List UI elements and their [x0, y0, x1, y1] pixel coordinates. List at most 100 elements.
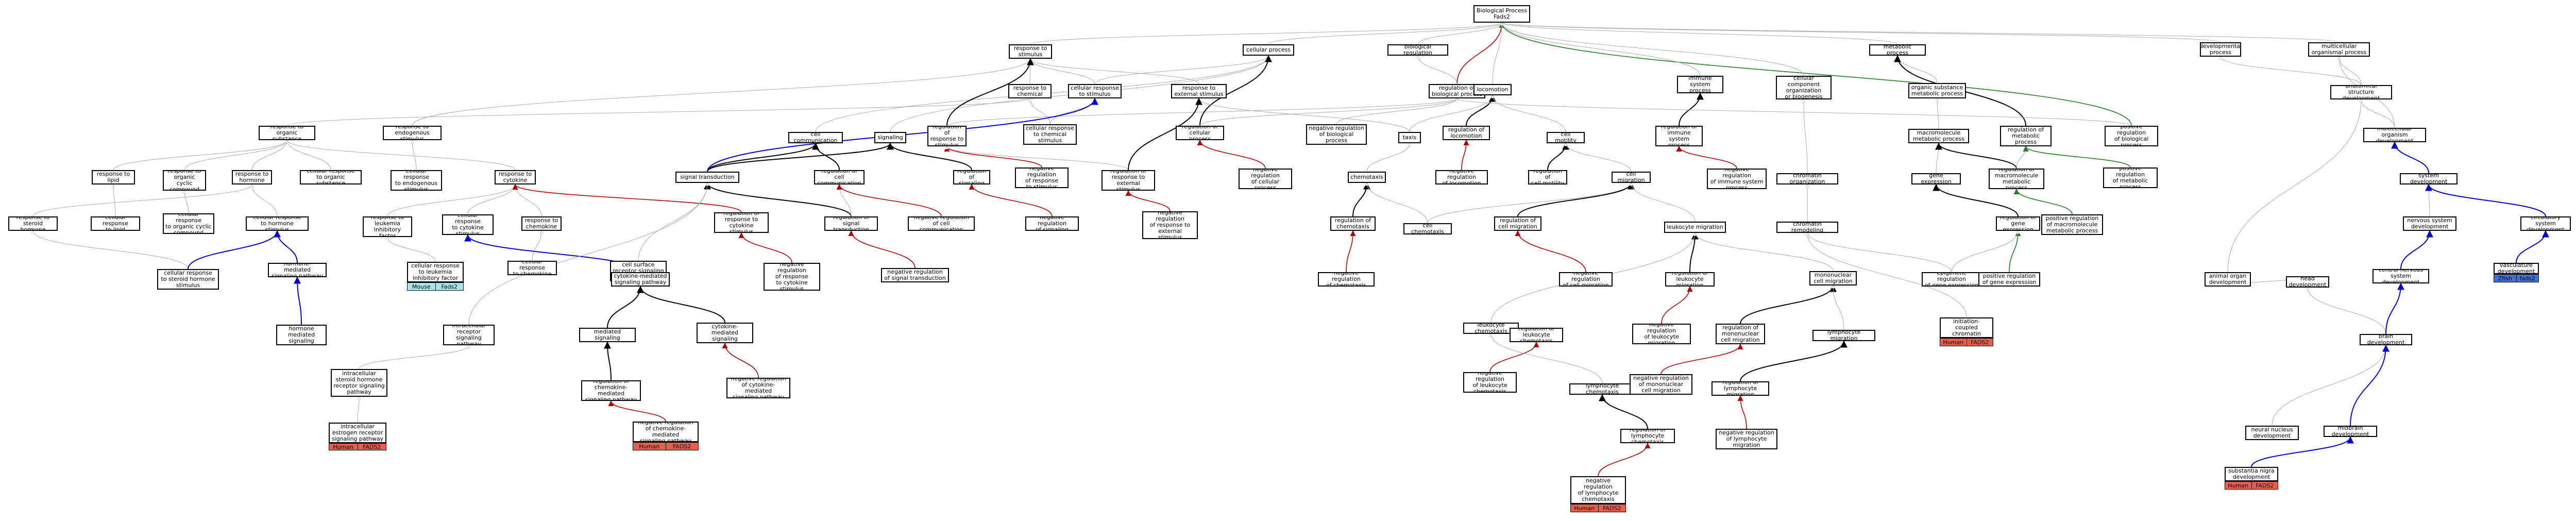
go-term-chemo[interactable]: chemotaxis	[1348, 172, 1386, 183]
go-term-rcmig[interactable]: regulation of cell migration	[1494, 216, 1541, 231]
go-term-nrmcm[interactable]: negative regulation of mononuclear cell …	[1630, 374, 1692, 395]
go-term-cres[interactable]: cellular response to endogenous stimulus	[391, 170, 442, 191]
go-term-res2[interactable]: response to endogenous stimulus	[383, 126, 442, 140]
go-term-nrcp[interactable]: negative regulation of cellular process	[1239, 169, 1292, 189]
go-term-hd[interactable]: head development	[2286, 276, 2329, 288]
go-term-rchemok[interactable]: response to chemokine	[521, 216, 562, 231]
go-term-nrchemo[interactable]: negative regulation of chemotaxis	[1318, 272, 1375, 287]
go-term-loco[interactable]: locomotion	[1473, 84, 1512, 95]
go-term-devp[interactable]: developmental process	[2200, 42, 2241, 57]
go-term-rlipid[interactable]: response to lipid	[92, 170, 135, 184]
go-term-rloco[interactable]: regulation of locomotion	[1443, 126, 1490, 140]
go-term-nrirp[interactable]: negative regulation of immune system pro…	[1707, 169, 1767, 189]
go-term-lychemo[interactable]: lymphocyte chemotaxis	[1569, 383, 1635, 395]
go-term-aod[interactable]: animal organ development	[2205, 272, 2251, 287]
go-term-nrloco[interactable]: negative regulation of locomotion	[1435, 170, 1488, 184]
go-term-nsd[interactable]: nervous system development	[2403, 216, 2456, 231]
go-term-crsh[interactable]: cellular response to steroid hormone sti…	[157, 269, 219, 290]
go-term-rcp[interactable]: regulation of cellular process	[1176, 126, 1224, 140]
go-term-nrsig[interactable]: negative regulation of signaling	[1025, 216, 1079, 231]
go-term-mop[interactable]: multicellular organismal process	[2308, 42, 2370, 57]
go-term-crlif[interactable]: cellular response to leukemia inhibitory…	[407, 262, 464, 282]
go-term-rocc[interactable]: response to organic cyclic compound	[163, 170, 206, 191]
go-term-shmsp[interactable]: steroid hormone mediated signaling pathw…	[276, 325, 327, 345]
go-term-ccob[interactable]: cellular component organization or bioge…	[1776, 76, 1832, 99]
go-term-rmmp[interactable]: regulation of macromolecule metabolic pr…	[1989, 169, 2044, 189]
go-term-mmp[interactable]: macromolecule metabolic process	[1908, 129, 1969, 143]
go-term-egr[interactable]: epigenetic regulation of gene expression	[1922, 272, 1981, 287]
go-term-nnd[interactable]: neural nucleus development	[2245, 426, 2299, 440]
go-term-nrcmsp[interactable]: negative regulation of cytokine-mediated…	[726, 378, 790, 398]
go-term-rchem[interactable]: response to chemical	[1008, 84, 1052, 98]
go-term-cp[interactable]: cellular process	[1243, 44, 1294, 56]
go-term-rsig[interactable]: regulation of signaling	[953, 170, 990, 184]
go-term-nrcmig[interactable]: negative regulation of cell migration	[1559, 272, 1613, 287]
go-term-crcyt[interactable]: cellular response to cytokine stimulus	[442, 214, 494, 235]
go-term-crl[interactable]: cellular response to lipid	[91, 216, 140, 231]
go-term-rrts[interactable]: negative regulation of response to stimu…	[1015, 167, 1069, 188]
go-term-nrlchemo[interactable]: negative regulation of leukocyte chemota…	[1463, 372, 1517, 393]
go-term-mod[interactable]: multicellular organism development	[2363, 128, 2426, 142]
go-term-iesr[interactable]: intracellular steroid hormone receptor s…	[331, 369, 387, 397]
go-term-rlychemo[interactable]: regulation of lymphocyte chemotaxis	[1620, 429, 1675, 443]
go-term-monomig[interactable]: mononuclear cell migration	[1809, 271, 1857, 285]
go-term-iersp[interactable]: intracellular estrogen receptor signalin…	[329, 423, 386, 443]
go-term-vasc[interactable]: vasculature development	[2494, 263, 2539, 274]
go-term-isp[interactable]: immune system process	[1677, 76, 1723, 93]
go-term-rirp[interactable]: regulation of immune system process	[1655, 126, 1703, 146]
go-term-nrres[interactable]: negative regulation of response to exter…	[1142, 211, 1198, 239]
go-term-sysd[interactable]: system development	[2400, 173, 2458, 184]
go-term-nrlychemo[interactable]: negative regulation of lymphocyte chemot…	[1570, 476, 1626, 504]
go-term-bd[interactable]: brain development	[2360, 334, 2412, 345]
go-term-rcc[interactable]: regulation of cell communication	[814, 170, 865, 184]
go-term-rmcm[interactable]: regulation of mononuclear cell migration	[1716, 324, 1765, 344]
go-term-snd[interactable]: substantia nigra development	[2225, 467, 2278, 481]
go-term-lmig[interactable]: leukocyte migration	[1664, 222, 1726, 233]
go-term-rlmig[interactable]: regulation of leukocyte migration	[1665, 272, 1715, 287]
go-term-prge[interactable]: positive regulation of gene expression	[1978, 272, 2040, 287]
go-term-rmp[interactable]: regulation of metabolic process	[2000, 126, 2052, 146]
go-term-ros[interactable]: response to organic substance	[259, 126, 315, 140]
go-term-taxis[interactable]: taxis	[1398, 132, 1421, 143]
go-term-crts[interactable]: cellular response to stimulus	[1068, 84, 1122, 98]
go-term-rrs[interactable]: regulation of response to stimulus	[927, 126, 967, 146]
go-term-rst[interactable]: regulation of signal transduction	[824, 216, 878, 231]
go-term-cmot[interactable]: cell motility	[1547, 132, 1585, 143]
go-term-cmsp[interactable]: cytokine-mediated signaling pathway	[611, 272, 670, 287]
go-term-ge[interactable]: gene expression	[1911, 173, 1961, 184]
go-term-crchemok[interactable]: cellular response to chemokine	[507, 261, 557, 275]
go-term-rlchemo[interactable]: regulation of leukocyte chemotaxis	[1510, 328, 1563, 342]
go-term-rrcyt[interactable]: regulation of response to cytokine stimu…	[714, 212, 769, 233]
go-term-rchemo[interactable]: regulation of chemotaxis	[1330, 216, 1376, 231]
go-term-rlif[interactable]: response to leukemia inhibitory factor	[363, 216, 412, 237]
go-term-bp[interactable]: Biological Process Fads2	[1473, 5, 1530, 23]
go-term-breg[interactable]: biological regulation	[1387, 44, 1448, 56]
go-term-rcm[interactable]: regulation of cell motility	[1528, 170, 1567, 184]
go-term-osmp[interactable]: organic substance metabolic process	[1908, 83, 1966, 98]
go-term-nrbp[interactable]: negative regulation of biological proces…	[1306, 124, 1367, 145]
go-term-nrlmig[interactable]: negative regulation of leukocyte migrati…	[1632, 324, 1691, 344]
go-term-cmig[interactable]: cell migration	[1612, 172, 1651, 183]
go-term-nrcc[interactable]: negative regulation of cell communicatio…	[908, 216, 975, 231]
go-term-nrlymig[interactable]: negative regulation of lymphocyte migrat…	[1716, 429, 1777, 449]
go-term-rlymig[interactable]: regulation of lymphocyte migration	[1711, 381, 1769, 396]
go-term-irsp[interactable]: intracellular receptor signaling pathway	[443, 325, 495, 345]
go-term-rcyt[interactable]: response to cytokine	[495, 170, 536, 184]
go-term-rcmsp[interactable]: regulation of cytokine-mediated signalin…	[697, 323, 753, 343]
go-term-res[interactable]: response to external stimulus	[1171, 84, 1227, 98]
go-term-sig[interactable]: signaling	[874, 132, 906, 143]
go-term-ms[interactable]: metabolic process	[1869, 44, 1926, 56]
go-term-ticr[interactable]: transcription initiation-coupled chromat…	[1940, 317, 1993, 338]
go-term-rhorm[interactable]: response to hormone	[232, 170, 272, 184]
go-term-rts[interactable]: response to stimulus	[1009, 44, 1052, 59]
go-term-prmmp[interactable]: positive regulation of macromolecule met…	[2041, 214, 2103, 235]
go-term-co[interactable]: chromatin organization	[1776, 173, 1838, 184]
go-term-circ[interactable]: circulatory system development	[2520, 216, 2571, 231]
go-term-prmp[interactable]: positive regulation of metabolic process	[2103, 167, 2158, 188]
go-term-cros[interactable]: cellular response to organic substance	[300, 170, 362, 184]
go-term-crcs[interactable]: cellular response to chemical stimulus	[1023, 124, 1077, 145]
go-term-cchemo[interactable]: cell chemotaxis	[1403, 223, 1452, 234]
go-term-crocc[interactable]: cellular response to organic cyclic comp…	[163, 213, 214, 234]
go-term-cc[interactable]: cell communication	[788, 132, 843, 143]
go-term-cnsd[interactable]: central nervous system development	[2372, 269, 2429, 283]
